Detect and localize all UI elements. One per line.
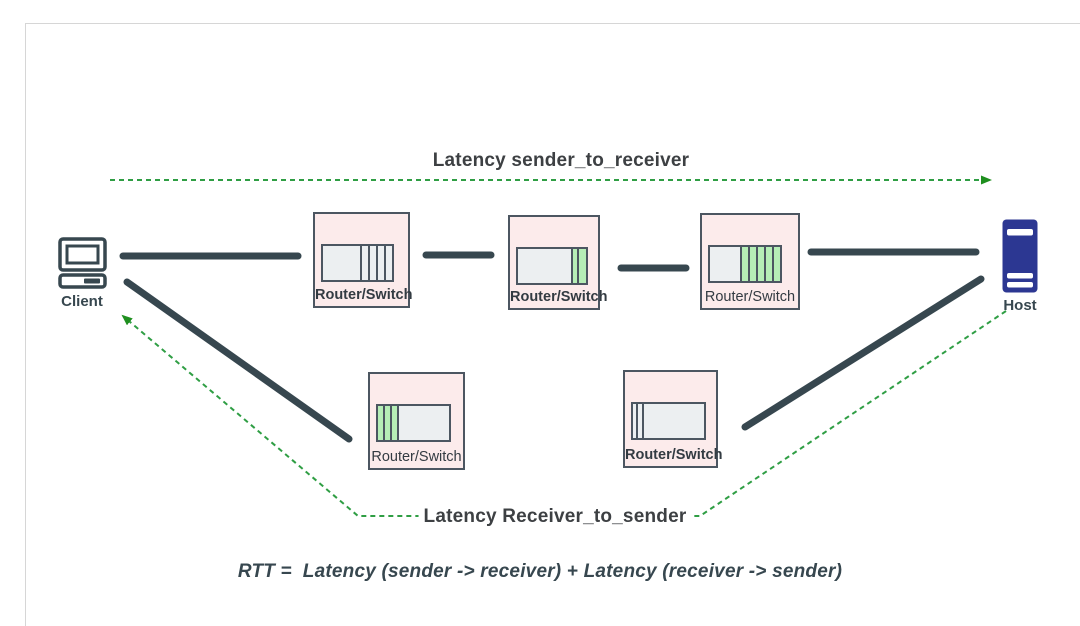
packet-queue (376, 404, 457, 442)
label-latency-receiver-to-sender: Latency Receiver_to_sender (418, 506, 692, 528)
rtt-formula: RTT = Latency (sender -> receiver) + Lat… (237, 561, 843, 582)
host-label: Host (1003, 297, 1037, 314)
empty-queue-slot (708, 245, 742, 283)
packet-queue (516, 247, 592, 285)
router-switch-node-4: Router/Switch (368, 372, 465, 470)
host-node: Host (1001, 219, 1039, 314)
router-label: Router/Switch (315, 287, 413, 303)
empty-queue-slot (383, 244, 394, 282)
empty-queue-slot (396, 404, 451, 442)
queued-packet-slot (771, 245, 782, 283)
queued-packet-slot (577, 247, 588, 285)
router-switch-node-5: Router/Switch (623, 370, 723, 468)
router-label: Router/Switch (371, 449, 462, 465)
router-switch-node-2: Router/Switch (508, 215, 608, 310)
computer-icon (57, 237, 107, 289)
router-label: Router/Switch (704, 289, 796, 305)
packet-queue (631, 402, 710, 440)
empty-queue-slot (321, 244, 362, 282)
router-label: Router/Switch (510, 289, 608, 305)
content-frame (25, 23, 1080, 626)
router-switch-node-1: Router/Switch (313, 212, 413, 308)
client-node: Client (57, 237, 107, 310)
router-switch-node-3: Router/Switch (700, 213, 800, 310)
packet-queue (321, 244, 402, 282)
link-client-router4 (123, 278, 353, 443)
label-latency-sender-to-receiver: Latency sender_to_receiver (432, 150, 690, 171)
latency-return-arrow (121, 310, 1007, 517)
empty-queue-slot (516, 247, 573, 285)
empty-queue-slot (642, 402, 706, 440)
link-router5-host (741, 275, 985, 431)
router-label: Router/Switch (625, 447, 723, 463)
server-icon (1002, 219, 1038, 293)
client-label: Client (61, 293, 103, 310)
packet-queue (708, 245, 792, 283)
